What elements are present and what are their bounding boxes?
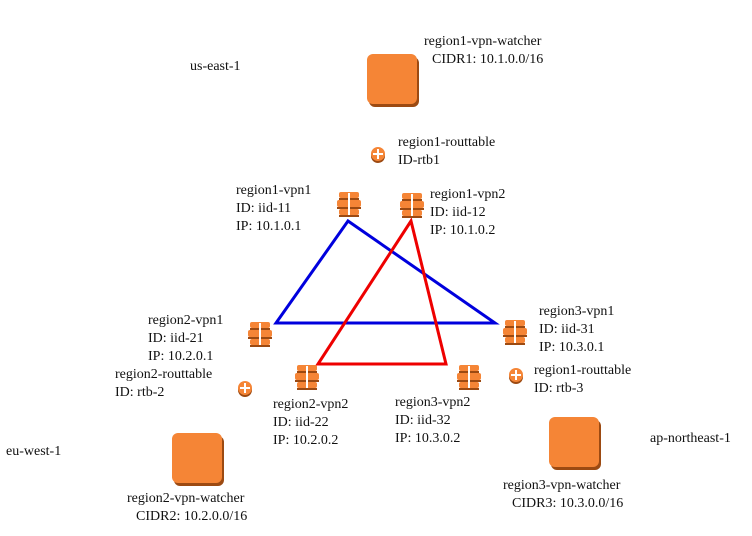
- region3-routetable-icon[interactable]: [509, 368, 523, 382]
- region1-routetable-icon[interactable]: [371, 147, 385, 161]
- region1-routetable-label: region1-routtable ID-rtb1: [398, 134, 495, 170]
- region-label-eu-west-1: eu-west-1: [6, 444, 62, 459]
- vpn-name: region1-vpn1: [236, 183, 312, 198]
- region2-vpn2-label: region2-vpn2 ID: iid-22 IP: 10.2.0.2: [273, 396, 348, 450]
- watcher-name: region2-vpn-watcher: [127, 491, 245, 506]
- watcher-cidr: CIDR2: 10.2.0.0/16: [136, 509, 248, 524]
- region2-vpn1-icon[interactable]: [248, 321, 272, 347]
- region3-vpn1-icon[interactable]: [503, 319, 527, 345]
- routetable-id: ID-rtb1: [398, 153, 440, 168]
- region2-routetable-label: region2-routtable ID: rtb-2: [115, 366, 212, 402]
- region3-watcher-label: region3-vpn-watcher CIDR3: 10.3.0.0/16: [503, 477, 623, 513]
- vpn-ip: IP: 10.3.0.2: [395, 431, 461, 446]
- vpn-id: ID: iid-21: [148, 331, 204, 346]
- region-label-ap-northeast-1: ap-northeast-1: [650, 431, 731, 446]
- vpn-ip: IP: 10.3.0.1: [539, 340, 605, 355]
- watcher-cidr: CIDR3: 10.3.0.0/16: [512, 496, 624, 511]
- region1-vpn2-icon[interactable]: [400, 192, 424, 218]
- region1-vpn1-icon[interactable]: [337, 191, 361, 217]
- watcher-name: region3-vpn-watcher: [503, 478, 621, 493]
- vpn-id: ID: iid-31: [539, 322, 595, 337]
- region1-vpn2-label: region1-vpn2 ID: iid-12 IP: 10.1.0.2: [430, 186, 505, 240]
- region2-vpn1-label: region2-vpn1 ID: iid-21 IP: 10.2.0.1: [148, 312, 223, 366]
- watcher-name: region1-vpn-watcher: [424, 34, 542, 49]
- region1-watcher-icon[interactable]: [367, 54, 417, 104]
- watcher-cidr: CIDR1: 10.1.0.0/16: [432, 52, 544, 67]
- vpn-id: ID: iid-22: [273, 415, 329, 430]
- region3-vpn1-label: region3-vpn1 ID: iid-31 IP: 10.3.0.1: [539, 303, 614, 357]
- region3-watcher-icon[interactable]: [549, 417, 599, 467]
- vpn-ip: IP: 10.1.0.2: [430, 223, 496, 238]
- region2-watcher-icon[interactable]: [172, 433, 222, 483]
- region2-watcher-label: region2-vpn-watcher CIDR2: 10.2.0.0/16: [127, 490, 247, 526]
- vpn1-mesh-triangle: [273, 218, 500, 325]
- vpn-name: region3-vpn1: [539, 304, 615, 319]
- vpn-name: region2-vpn2: [273, 397, 349, 412]
- region-label-us-east-1: us-east-1: [190, 59, 241, 74]
- region2-routetable-icon[interactable]: [238, 381, 252, 395]
- region1-vpn1-label: region1-vpn1 ID: iid-11 IP: 10.1.0.1: [236, 182, 311, 236]
- vpn-ip: IP: 10.2.0.1: [148, 349, 214, 364]
- region3-routetable-label: region1-routtable ID: rtb-3: [534, 362, 631, 398]
- vpn-id: ID: iid-12: [430, 205, 486, 220]
- region3-vpn2-icon[interactable]: [457, 364, 481, 390]
- vpn-name: region2-vpn1: [148, 313, 224, 328]
- region1-watcher-label: region1-vpn-watcher CIDR1: 10.1.0.0/16: [424, 33, 543, 69]
- routetable-id: ID: rtb-3: [534, 381, 584, 396]
- routetable-name: region1-routtable: [534, 363, 632, 378]
- vpn-ip: IP: 10.1.0.1: [236, 219, 302, 234]
- routetable-name: region2-routtable: [115, 367, 213, 382]
- region3-vpn2-label: region3-vpn2 ID: iid-32 IP: 10.3.0.2: [395, 394, 470, 448]
- vpn-id: ID: iid-32: [395, 413, 451, 428]
- vpn-name: region1-vpn2: [430, 187, 506, 202]
- region2-vpn2-icon[interactable]: [295, 364, 319, 390]
- vpn-id: ID: iid-11: [236, 201, 292, 216]
- routetable-name: region1-routtable: [398, 135, 496, 150]
- vpn-name: region3-vpn2: [395, 395, 471, 410]
- vpn-ip: IP: 10.2.0.2: [273, 433, 339, 448]
- vpn2-mesh-triangle: [315, 217, 448, 366]
- routetable-id: ID: rtb-2: [115, 385, 165, 400]
